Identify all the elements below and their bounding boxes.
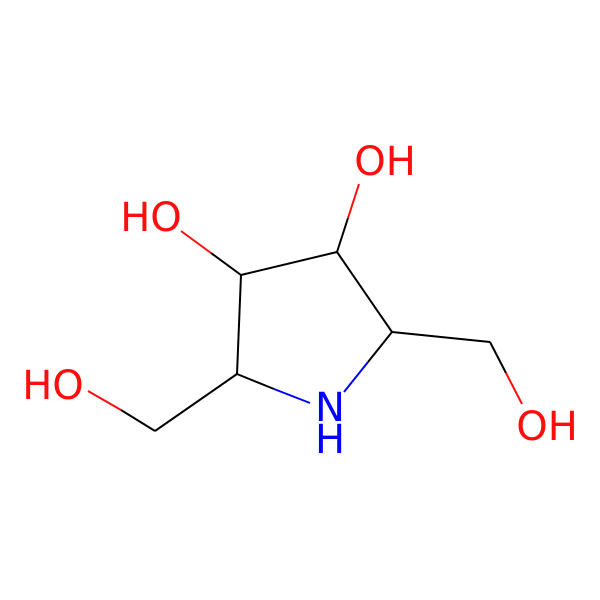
hydroxyl-label-left-lower: HO	[22, 363, 84, 409]
bond-c2-c3	[240, 251, 338, 276]
bond-ch2-o-left-red	[87, 390, 122, 411]
amine-hydrogen-label: H	[315, 417, 345, 463]
bond-c4-ch2-right	[391, 331, 491, 343]
bond-c1-n-blue	[273, 388, 311, 404]
bond-ch2-o-left-black	[120, 409, 156, 432]
amine-nitrogen-label: N	[315, 385, 345, 431]
bond-c3-o-top-red	[347, 183, 360, 219]
bond-c2-c1	[236, 274, 242, 375]
bond-ch2-o-right-black	[489, 341, 507, 374]
bond-c2-o-left-black	[210, 252, 242, 276]
bond-c3-o-top-black	[336, 217, 349, 253]
bond-c4-n-blue	[343, 361, 369, 393]
bond-ch2-o-right-red	[505, 372, 523, 405]
hydroxyl-label-left-upper: HO	[120, 195, 182, 241]
bond-c3-c4	[336, 251, 393, 333]
hydroxyl-label-top: OH	[354, 139, 416, 185]
bond-c2-o-left-red	[180, 230, 212, 254]
bond-c4-n-black	[367, 331, 393, 363]
hydroxyl-label-right-lower: OH	[516, 404, 578, 450]
bond-c1-ch2-left	[154, 373, 238, 432]
bond-c1-n-black	[236, 373, 275, 390]
